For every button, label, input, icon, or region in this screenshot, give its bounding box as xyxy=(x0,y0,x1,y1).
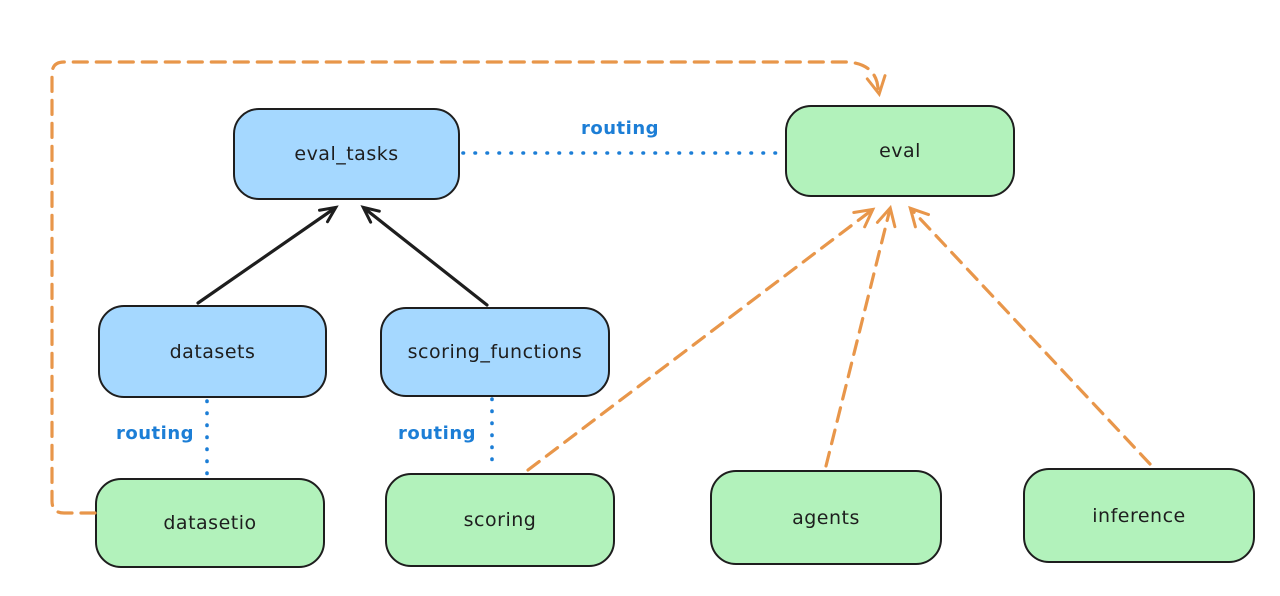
node-label: scoring xyxy=(463,509,537,531)
node-scoring: scoring xyxy=(385,473,615,567)
edge-datasets-to-eval-tasks-arrow xyxy=(196,205,339,305)
node-label: inference xyxy=(1092,504,1186,527)
node-label: agents xyxy=(792,506,860,529)
node-scoring-functions: scoring_functions xyxy=(380,307,610,397)
node-label: eval_tasks xyxy=(294,143,399,165)
node-label: eval xyxy=(879,140,921,162)
node-label: datasets xyxy=(169,340,256,363)
edge-scoring-functions-to-eval-tasks-arrow xyxy=(360,205,489,307)
node-datasets: datasets xyxy=(98,305,327,398)
edge-agents-to-eval-dashed xyxy=(824,204,897,468)
node-label: datasetio xyxy=(163,512,257,534)
edge-inference-to-eval-dashed xyxy=(908,205,1152,466)
routing-label-scoring-functions-scoring: routing xyxy=(397,423,477,444)
routing-label-eval-tasks-eval: routing xyxy=(580,118,660,139)
node-eval: eval xyxy=(785,105,1015,197)
node-inference: inference xyxy=(1023,468,1255,563)
node-agents: agents xyxy=(710,470,942,565)
routing-label-datasets-datasetio: routing xyxy=(115,423,195,444)
node-label: scoring_functions xyxy=(407,341,583,363)
node-eval-tasks: eval_tasks xyxy=(233,108,460,200)
node-datasetio: datasetio xyxy=(95,478,325,568)
edge-datasetio-to-eval-dashed-loop xyxy=(50,60,887,515)
